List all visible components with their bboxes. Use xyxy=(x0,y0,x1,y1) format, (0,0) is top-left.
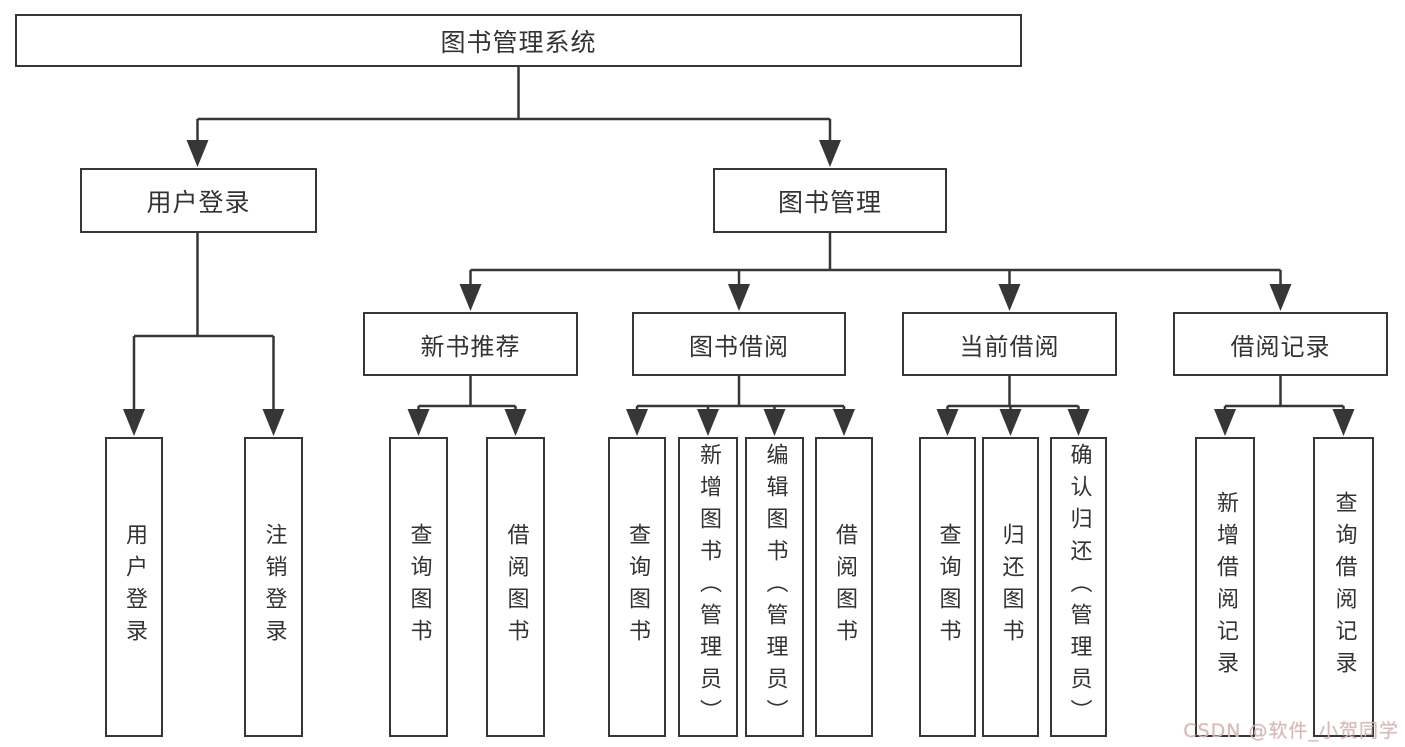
leaf-add-borrow-record: 新增借阅记录 xyxy=(1195,437,1255,737)
leaf-label: 确认归还（管理员） xyxy=(1066,443,1092,731)
leaf-label: 新增借阅记录 xyxy=(1213,491,1238,683)
leaf-label: 编辑图书（管理员） xyxy=(762,443,788,731)
node-user-login: 用户登录 xyxy=(80,168,317,233)
leaf-return-books: 归还图书 xyxy=(982,437,1039,737)
node-borrowing-records: 借阅记录 xyxy=(1173,312,1388,376)
leaf-borrow-books-recommend: 借阅图书 xyxy=(486,437,545,737)
leaf-label: 查询图书 xyxy=(406,523,432,651)
leaf-confirm-return-admin: 确认归还（管理员） xyxy=(1050,437,1107,737)
node-book-management: 图书管理 xyxy=(713,168,947,233)
arrow-down-icons xyxy=(123,140,1355,436)
leaf-logout-login: 注销登录 xyxy=(244,437,303,737)
node-book-borrowing: 图书借阅 xyxy=(632,312,846,376)
node-label: 当前借阅 xyxy=(959,332,1060,361)
leaf-edit-book-admin: 编辑图书（管理员） xyxy=(745,437,804,737)
leaf-add-book-admin: 新增图书（管理员） xyxy=(678,437,738,737)
node-label: 图书管理 xyxy=(777,187,882,217)
node-library-system: 图书管理系统 xyxy=(15,14,1022,67)
leaf-query-books-recommend: 查询图书 xyxy=(389,437,448,737)
leaf-query-books-current: 查询图书 xyxy=(919,437,976,737)
leaf-label: 查询图书 xyxy=(625,523,650,651)
leaf-label: 查询图书 xyxy=(935,523,961,651)
leaf-label: 用户登录 xyxy=(122,523,147,651)
leaf-label: 注销登录 xyxy=(261,523,287,651)
leaf-label: 归还图书 xyxy=(998,523,1024,651)
leaf-query-books-borrow: 查询图书 xyxy=(608,437,666,737)
leaf-label: 借阅图书 xyxy=(832,523,857,651)
node-label: 用户登录 xyxy=(146,187,251,217)
node-label: 图书借阅 xyxy=(689,332,789,361)
node-label: 借阅记录 xyxy=(1230,332,1331,361)
csdn-watermark: CSDN @软件_小贺同学 xyxy=(1183,720,1399,742)
leaf-label: 查询借阅记录 xyxy=(1331,491,1357,683)
node-label: 图书管理系统 xyxy=(440,27,597,57)
leaf-user-login: 用户登录 xyxy=(105,437,163,737)
leaf-query-borrow-record: 查询借阅记录 xyxy=(1313,437,1374,737)
node-label: 新书推荐 xyxy=(420,332,521,361)
leaf-borrow-books: 借阅图书 xyxy=(815,437,873,737)
leaf-label: 新增图书（管理员） xyxy=(696,443,721,731)
node-current-borrowing: 当前借阅 xyxy=(902,312,1117,376)
leaf-label: 借阅图书 xyxy=(503,523,529,651)
node-new-book-recommend: 新书推荐 xyxy=(363,312,578,376)
